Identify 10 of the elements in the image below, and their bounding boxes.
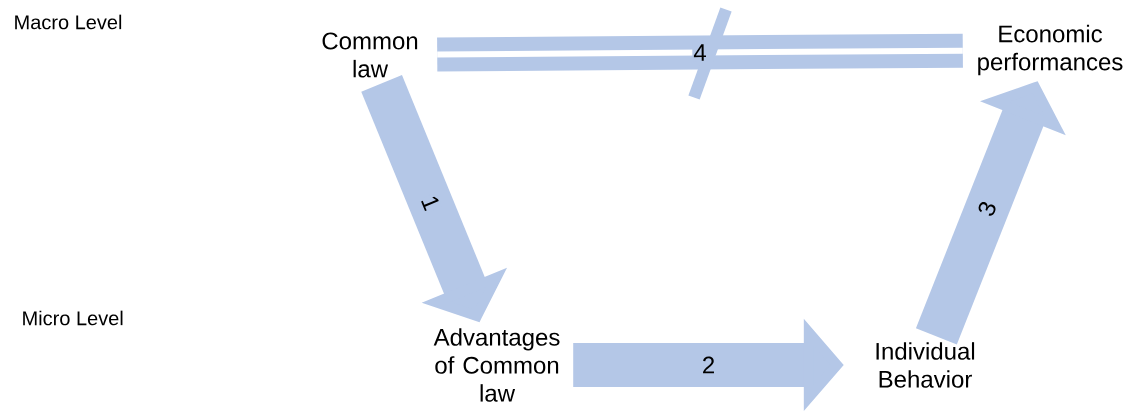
- edge-label: 1: [419, 192, 443, 214]
- node-text: Common law: [322, 32, 418, 78]
- edge-label: 4: [692, 43, 708, 62]
- node-text: Individual Behavior: [876, 342, 975, 388]
- double-bar: [437, 33, 963, 72]
- node-text: Economic performances: [978, 24, 1123, 76]
- level-label: Macro Level: [15, 14, 122, 30]
- edge-label: 3: [975, 198, 999, 220]
- level-label: Micro Level: [23, 310, 123, 326]
- node-text: Advantages of Common law: [433, 328, 560, 402]
